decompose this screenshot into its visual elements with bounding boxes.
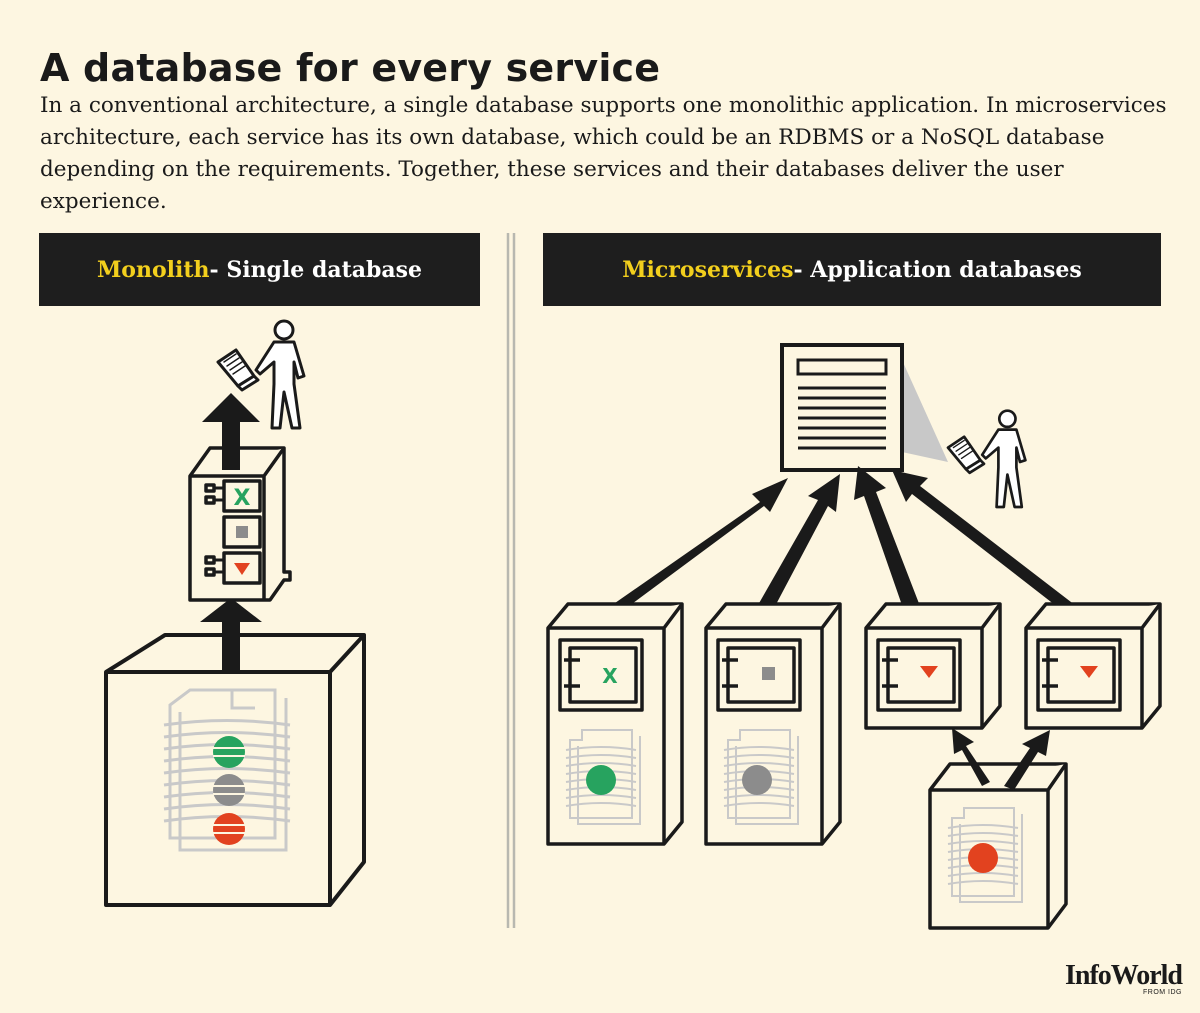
monolith-database-icon <box>163 688 291 852</box>
monolith-label: - Single database <box>209 256 423 283</box>
red-triangle-icon <box>1080 666 1098 678</box>
gray-data-dot <box>213 774 245 806</box>
logo-sub: FROM IDG <box>1143 989 1182 996</box>
microservices-user-icon <box>946 409 1027 509</box>
service-gray-box <box>704 602 842 846</box>
gray-data-dot <box>742 765 772 795</box>
infoworld-logo: InfoWorld FROM IDG <box>1064 960 1183 997</box>
x-mark-icon: X <box>602 664 618 688</box>
red-triangle-icon <box>234 563 250 575</box>
monolith-header: Monolith - Single database <box>39 233 480 306</box>
x-mark-icon: X <box>234 486 251 511</box>
logo-brand: InfoWorld <box>1064 960 1183 991</box>
shared-red-database-box <box>928 762 1068 930</box>
monolith-arrow-app-to-user <box>202 393 260 470</box>
monolith-arrow-db-to-app <box>200 598 262 672</box>
gray-square-icon <box>236 526 248 538</box>
red-triangle-icon <box>920 666 938 678</box>
microservices-label: - Application databases <box>793 256 1082 283</box>
red-data-dot <box>968 843 998 873</box>
red-data-dot <box>213 813 245 845</box>
web-page-icon <box>780 343 904 472</box>
page-title: A database for every service <box>40 46 661 90</box>
shared-db-arrows <box>952 728 1050 790</box>
gray-square-icon <box>762 667 775 680</box>
monolith-label-accent: Monolith <box>96 256 210 283</box>
green-data-dot <box>213 736 245 768</box>
monolith-application-server <box>188 446 292 602</box>
green-data-dot <box>586 765 616 795</box>
microservices-label-accent: Microservices <box>622 256 794 283</box>
microservices-header: Microservices - Application databases <box>543 233 1161 306</box>
page-description: In a conventional architecture, a single… <box>40 93 1167 214</box>
service-green-box <box>546 602 684 846</box>
page-shadow <box>902 360 948 462</box>
